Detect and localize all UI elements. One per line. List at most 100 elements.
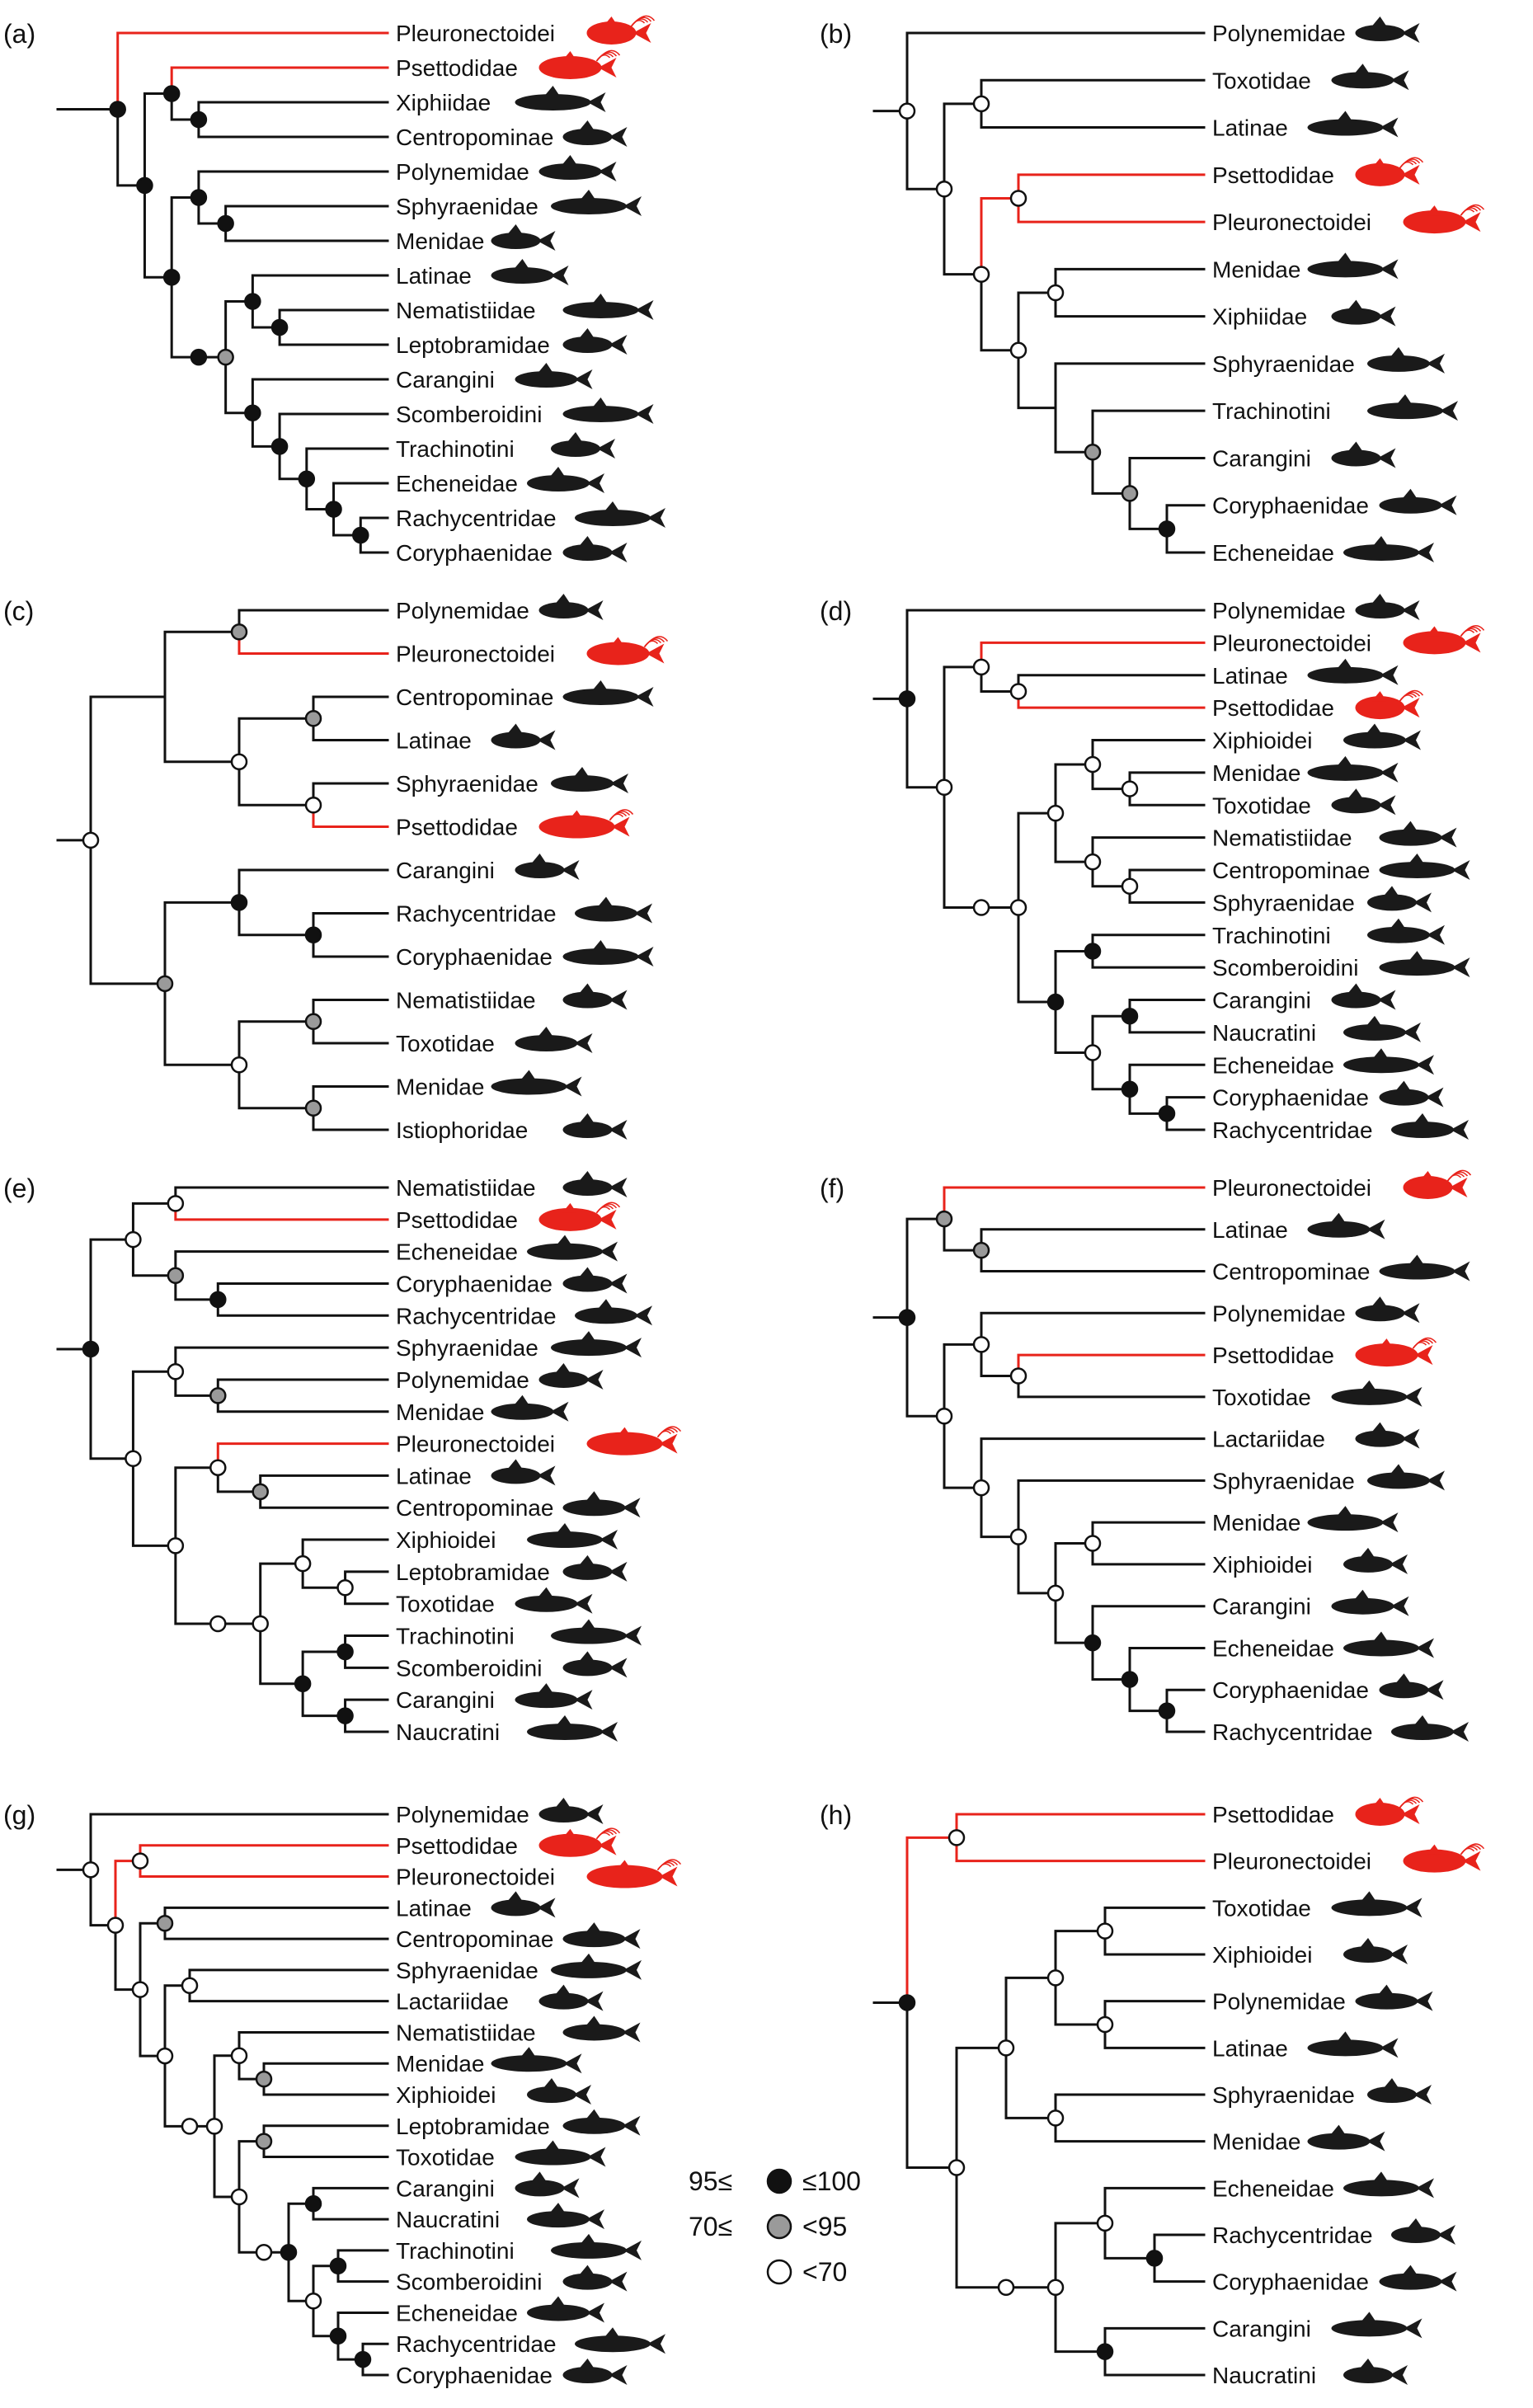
fish-silhouette-icon (1379, 1080, 1444, 1108)
tree-branch (224, 205, 389, 225)
tree-branch (237, 1063, 315, 1110)
fish-silhouette-icon (491, 1459, 556, 1486)
support-node-marker (972, 1336, 990, 1353)
tree-branch (943, 1343, 983, 1418)
tree-branch (1054, 763, 1094, 815)
tree-branch (89, 695, 167, 842)
flatfish-silhouette-icon (538, 1202, 621, 1231)
legend-upper-bound: <95 (802, 2212, 847, 2241)
legend-item-high: 95≤≤100 (689, 2166, 861, 2196)
fish-silhouette-icon (562, 1651, 628, 1678)
taxon-label: Carangini (1212, 1594, 1311, 1620)
taxon-label: Polynemidae (1212, 1989, 1346, 2015)
tree-branch (312, 1085, 389, 1110)
tree-branch (980, 1311, 1206, 1346)
tree-branch (216, 1378, 389, 1397)
tree-branch (163, 982, 241, 1066)
tree-branch (170, 66, 389, 95)
support-node-marker (972, 899, 990, 916)
support-node-marker (298, 470, 316, 487)
tree-branch (1054, 2093, 1206, 2119)
fish-silhouette-icon (551, 190, 642, 216)
fish-silhouette-icon (1367, 346, 1445, 374)
tree-branch (905, 2001, 958, 2170)
support-node-marker (948, 2159, 966, 2176)
support-node-marker (898, 1994, 916, 2011)
tree-branch (170, 196, 200, 279)
tree-branch (943, 1414, 983, 1489)
tree-branch (1054, 407, 1094, 454)
support-node-marker (972, 658, 990, 676)
fish-silhouette-icon (515, 1587, 593, 1614)
fish-silhouette-icon (1391, 2218, 1455, 2245)
tree-branch (1017, 674, 1206, 693)
fish-silhouette-icon (562, 397, 654, 424)
support-node-marker (230, 894, 248, 911)
tree-branch (312, 2202, 389, 2221)
support-node-marker (1084, 1535, 1102, 1552)
support-node-marker (252, 1483, 269, 1501)
taxon-label: Pleuronectoidei (1212, 630, 1371, 656)
fish-silhouette-icon (527, 2296, 604, 2323)
taxon-label: Menidae (396, 1399, 484, 1425)
taxon-label: Scomberoidini (396, 2269, 542, 2295)
tree-branch (980, 196, 1020, 276)
support-node-marker (304, 1099, 322, 1117)
tree-branch (278, 326, 389, 346)
tree-branch (305, 477, 336, 510)
taxon-label: Leptobramidae (396, 1559, 550, 1585)
tree-branch (1017, 1374, 1206, 1399)
support-node-marker (304, 2293, 322, 2310)
tree-branch (1017, 1536, 1057, 1595)
tree-branch (312, 803, 389, 828)
support-nodes (898, 1829, 1164, 2360)
support-node-marker (329, 2257, 347, 2275)
tree-branch (1128, 868, 1206, 888)
tree-branch (1017, 196, 1206, 223)
fish-silhouette-icon (515, 86, 606, 112)
fish-silhouette-icon (1331, 1891, 1422, 1918)
support-node-marker (294, 1554, 312, 1573)
fish-silhouette-icon (527, 467, 604, 493)
tree-branch (905, 609, 1206, 700)
taxon-label: Latinae (1212, 1217, 1288, 1243)
tree-branch (237, 2140, 266, 2199)
fish-silhouette-icon (1391, 1113, 1469, 1140)
tree-branch (1054, 291, 1206, 318)
tree-branch (174, 1186, 389, 1205)
support-node-marker (255, 2070, 273, 2088)
tree-branches (56, 31, 389, 554)
tree-branch (259, 1622, 304, 1686)
legend-item-mid: 70≤<95 (689, 2212, 847, 2241)
support-node-marker (1158, 520, 1176, 538)
tree-branch (251, 378, 389, 415)
taxon-label: Carangini (396, 367, 495, 393)
tree-branch (1128, 456, 1206, 495)
tree-branch (1054, 267, 1206, 294)
fish-silhouette-icon (575, 2327, 665, 2354)
support-node-marker (1046, 2279, 1065, 2296)
support-nodes (109, 85, 369, 544)
support-node-marker (1158, 1105, 1176, 1122)
flatfish-silhouette-icon (538, 809, 634, 839)
taxon-label: Lactariidae (396, 1989, 509, 2015)
tree-branch (1017, 906, 1057, 1004)
fish-silhouette-icon (1343, 723, 1421, 750)
tree-branch (89, 839, 167, 985)
tree-branch (1017, 349, 1057, 410)
taxon-label: Rachycentridae (396, 901, 557, 927)
taxon-label: Coryphaenidae (396, 540, 553, 566)
support-node-marker (997, 2039, 1015, 2057)
tree-branch (980, 1486, 1020, 1539)
taxon-labels: PolynemidaePleuronectoideiLatinaePsettod… (1212, 594, 1485, 1143)
fish-silhouette-icon (1307, 111, 1399, 138)
tree-panel: (h)PsettodidaePleuronectoideiToxotidaeXi… (820, 1796, 1485, 2388)
support-node-marker (972, 266, 990, 283)
taxon-label: Echeneidae (396, 471, 518, 496)
tree-branch (163, 2054, 191, 2128)
support-node-marker (230, 2188, 248, 2206)
fish-silhouette-icon (551, 2233, 642, 2260)
tree-branch (980, 273, 1020, 352)
taxon-label: Latinae (396, 1895, 472, 1921)
support-node-marker (156, 1914, 174, 1932)
